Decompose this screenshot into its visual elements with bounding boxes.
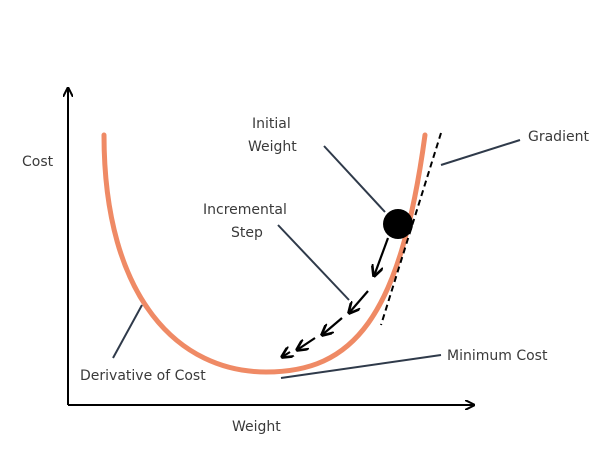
gradient-leader-line [440,139,521,166]
step-arrow-2 [349,290,369,313]
initial-weight-point [383,209,413,239]
step-arrow-3 [322,317,343,335]
initial-weight-label-line2: Weight [248,139,297,155]
derivative-leader-line [112,304,143,359]
initial-weight-label-line1: Initial [252,116,291,132]
step-arrow-4 [297,337,316,350]
step-arrow-5 [282,352,290,357]
y-axis-label: Cost [22,154,54,170]
x-axis-label: Weight [232,419,281,435]
gradient-label: Gradient [528,129,589,145]
minimum-cost-label: Minimum Cost [447,348,548,364]
initial-weight-leader-line [323,145,386,213]
step-arrow-1 [374,237,390,276]
derivative-of-cost-label: Derivative of Cost [80,368,206,384]
incremental-step-label-line1: Incremental [203,202,287,218]
cost-curve [101,132,428,375]
incremental-step-label-line2: Step [231,225,263,241]
incremental-step-leader-line [277,224,350,301]
minimum-cost-leader-line [280,354,442,379]
